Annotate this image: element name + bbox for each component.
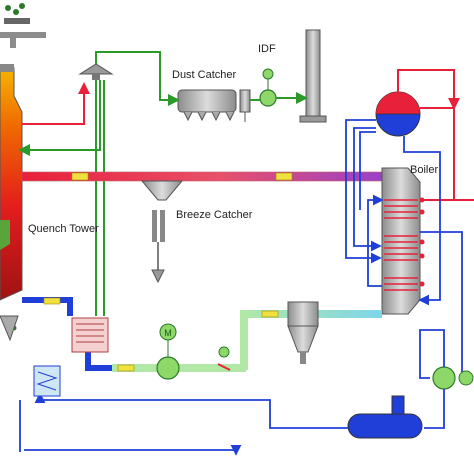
chimney-icon [299, 29, 327, 123]
deaerator-tank [347, 395, 423, 439]
dust-catcher [177, 89, 251, 122]
circulation-fan: M [156, 323, 180, 380]
steam-lines [397, 69, 474, 201]
motor-icon: M [164, 328, 172, 338]
quench-tower [0, 64, 23, 301]
hot-gas-riser [22, 82, 90, 125]
breeze-catcher [140, 180, 184, 284]
dust-separator [78, 63, 114, 80]
boiler-label: Boiler [410, 164, 439, 176]
feedwater-lines [19, 329, 445, 456]
crane-icon [0, 3, 46, 48]
breeze-catcher-label: Breeze Catcher [176, 209, 253, 221]
water-circulation [345, 119, 463, 372]
valve-icon [217, 346, 231, 371]
flow-arrow-icon [43, 172, 293, 372]
boiler [381, 167, 425, 315]
steam-drum [375, 91, 421, 137]
dust-lines [18, 51, 308, 316]
idf-label: IDF [258, 43, 276, 55]
tower-discharge [0, 315, 19, 342]
idf-fan [259, 68, 277, 107]
quench-tower-label: Quench Tower [28, 223, 99, 235]
hot-gas-duct [22, 172, 382, 181]
cool-gas-duct-riser [240, 310, 248, 370]
cyclone-icon [287, 301, 319, 364]
heat-exchanger-icon [33, 317, 109, 397]
dust-catcher-label: Dust Catcher [172, 69, 237, 81]
feedwater-pump [432, 366, 474, 390]
